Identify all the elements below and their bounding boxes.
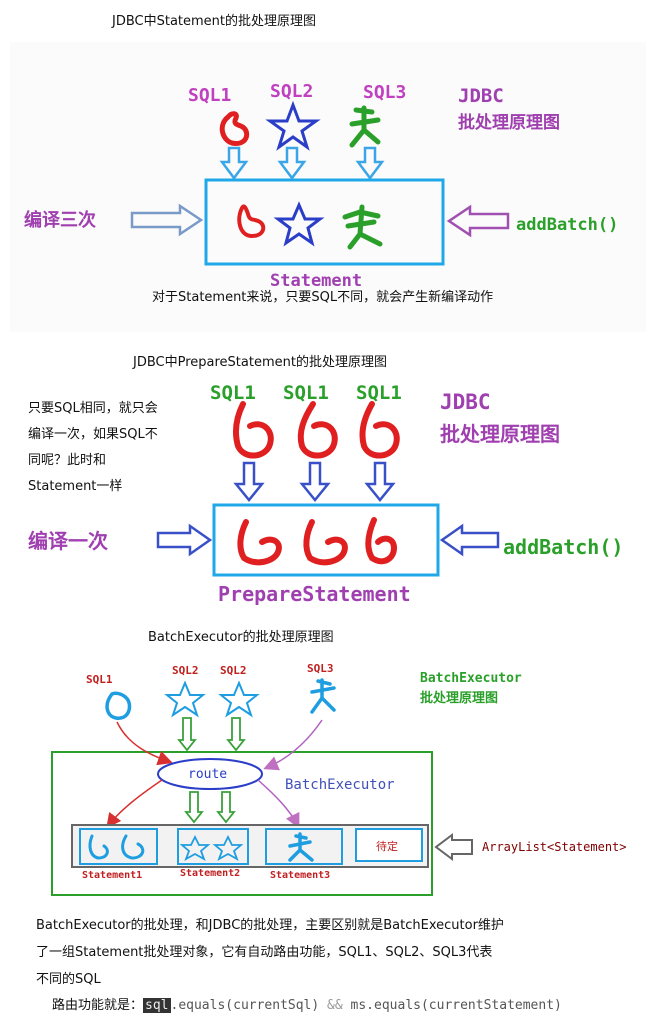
section3-title: BatchExecutor的批处理原理图 bbox=[148, 630, 334, 645]
s1-sql1-red-scribble bbox=[219, 111, 250, 146]
s1-sql3-runner-icon bbox=[349, 105, 381, 148]
footer-line: 不同的SQL bbox=[36, 972, 101, 987]
s3-statement2-star-b-icon bbox=[212, 834, 244, 861]
footer-line: 了一组Statement批处理对象，它有自动路由功能，SQL1、SQL2、SQL… bbox=[36, 945, 493, 960]
s1-right-arrow bbox=[446, 204, 510, 238]
s3-legend-subtitle: 批处理原理图 bbox=[420, 690, 498, 706]
s3-green-arrows-top bbox=[177, 717, 246, 752]
route-prefix: 路由功能就是： bbox=[52, 998, 144, 1013]
s3-statement1-scribbles bbox=[88, 834, 145, 860]
side-note-line: 只要SQL相同，就只会 bbox=[28, 401, 158, 416]
code-equals: .equals(currentSql) bbox=[170, 998, 320, 1013]
s3-legend-title: BatchExecutor bbox=[420, 671, 522, 686]
s1-sql1-label: SQL1 bbox=[188, 85, 231, 106]
s3-pending-label: 待定 bbox=[376, 839, 398, 853]
side-note-line: Statement一样 bbox=[28, 479, 123, 494]
s2-left-label: 编译一次 bbox=[28, 529, 108, 553]
s3-arrow-route-stmt1 bbox=[106, 779, 163, 829]
code-sql: sql bbox=[143, 998, 171, 1013]
s3-arraylist-arrow bbox=[434, 833, 473, 861]
s2-down-arrows bbox=[233, 461, 396, 502]
s3-statement2-star-a-icon bbox=[179, 834, 211, 861]
s2-sql1a-label: SQL1 bbox=[210, 382, 256, 404]
s1-box-star-icon bbox=[273, 201, 325, 247]
s3-sql1-cyan-scribble bbox=[105, 691, 132, 720]
s1-down-arrows bbox=[219, 146, 385, 181]
s1-sql3-label: SQL3 bbox=[363, 82, 406, 103]
s1-jdbc-label: JDBC bbox=[458, 85, 504, 107]
s2-red-scribbles bbox=[232, 401, 400, 459]
s2-subtitle: 批处理原理图 bbox=[440, 422, 560, 446]
s3-route-ellipse bbox=[157, 758, 263, 790]
s1-box-runner-icon bbox=[342, 204, 383, 250]
s3-arrow-route-stmt3 bbox=[257, 779, 300, 829]
s2-box-label: PrepareStatement bbox=[218, 582, 411, 606]
s3-sql1-label: SQL1 bbox=[86, 673, 113, 686]
s1-box-label: Statement bbox=[270, 271, 362, 291]
s3-sql2a-star-icon bbox=[164, 680, 206, 718]
section1-caption: 对于Statement来说，只要SQL不同，就会产生新编译动作 bbox=[152, 290, 494, 305]
section2-side-note: 只要SQL相同，就只会 编译一次，如果SQL不 同呢？此时和 Statement… bbox=[28, 396, 158, 500]
s1-statement-box bbox=[204, 178, 445, 266]
s1-sql2-star-icon bbox=[265, 100, 321, 151]
s3-statement1-box bbox=[79, 828, 158, 865]
s3-sql3-label: SQL3 bbox=[307, 662, 334, 675]
s1-box-red-scribble bbox=[237, 204, 266, 239]
s3-pending-box bbox=[355, 828, 423, 862]
s3-statement2-label: Statement2 bbox=[180, 868, 240, 879]
s3-statement3-label: Statement3 bbox=[270, 870, 330, 881]
code-and: && bbox=[319, 998, 351, 1013]
s3-sql2a-label: SQL2 bbox=[172, 664, 199, 677]
s3-arrow-sql1-route bbox=[116, 721, 173, 766]
s1-subtitle: 批处理原理图 bbox=[458, 112, 560, 133]
s2-right-arrow bbox=[439, 523, 500, 557]
side-note-line: 编译一次，如果SQL不 bbox=[28, 427, 158, 442]
s3-statement3-runner-icon bbox=[288, 832, 314, 862]
s2-sql1c-label: SQL1 bbox=[356, 382, 402, 404]
s3-sql2b-label: SQL2 bbox=[220, 664, 247, 677]
s3-executor-label: BatchExecutor bbox=[285, 777, 395, 793]
s1-sql2-label: SQL2 bbox=[270, 81, 313, 102]
section2-title: JDBC中PrepareStatement的批处理原理图 bbox=[133, 355, 387, 370]
s2-jdbc-label: JDBC bbox=[440, 390, 491, 414]
s3-sql2b-star-icon bbox=[218, 680, 260, 718]
s2-box-red-scribbles bbox=[237, 517, 398, 566]
side-note-line: 同呢？此时和 bbox=[28, 453, 107, 468]
s3-green-arrows-mid bbox=[184, 791, 236, 824]
s3-statement3-box bbox=[265, 828, 343, 865]
s3-arrow-sql3-route bbox=[263, 719, 323, 771]
section1-title: JDBC中Statement的批处理原理图 bbox=[112, 14, 317, 29]
s3-statement1-label: Statement1 bbox=[82, 870, 142, 881]
s1-left-arrow bbox=[130, 203, 204, 237]
s3-statement2-box bbox=[177, 828, 249, 865]
s2-sql1b-label: SQL1 bbox=[283, 382, 329, 404]
s3-route-label: route bbox=[188, 767, 227, 782]
s2-left-arrow bbox=[156, 523, 213, 557]
s1-right-label: addBatch() bbox=[516, 215, 618, 235]
s1-left-label: 编译三次 bbox=[24, 209, 96, 231]
s2-preparestatement-box bbox=[212, 503, 440, 577]
s2-right-label: addBatch() bbox=[503, 535, 623, 559]
s3-arraylist-label: ArrayList<Statement> bbox=[482, 840, 627, 854]
s3-sql3-runner-icon bbox=[310, 678, 336, 714]
footer-paragraph: BatchExecutor的批处理，和JDBC的批处理，主要区别就是BatchE… bbox=[36, 912, 504, 993]
footer-line: BatchExecutor的批处理，和JDBC的批处理，主要区别就是BatchE… bbox=[36, 918, 504, 933]
section1-panel bbox=[10, 42, 646, 332]
code-ms-equals: ms.equals(currentStatement) bbox=[350, 998, 562, 1013]
footer-route-line: 路由功能就是：sql.equals(currentSql) && ms.equa… bbox=[52, 994, 562, 1013]
s3-batchexecutor-box bbox=[51, 751, 433, 896]
